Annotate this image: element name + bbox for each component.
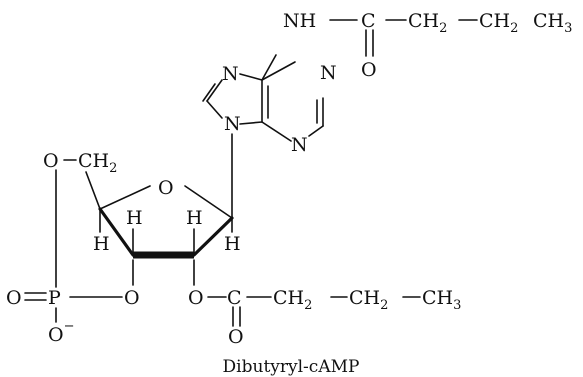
bond-oring-c4 (99, 185, 151, 210)
atom-ch2-b: CH2 (479, 10, 518, 36)
atom-n3: N (291, 134, 308, 156)
atom-o-ring: O (158, 177, 174, 199)
atom-ch3-top: CH3 (533, 10, 572, 36)
atom-o-double: O (6, 287, 22, 309)
bond-n7-c8 (206, 79, 223, 102)
atom-labels: NH C CH2 CH2 CH3 O N N N N O O CH2 H H H… (6, 10, 572, 348)
bond-oring-c1 (184, 185, 233, 219)
bond-c4-n3 (261, 121, 292, 142)
atom-n7: N (222, 63, 239, 85)
bond-c8-n9 (206, 100, 223, 119)
atom-h2: H (186, 207, 203, 229)
atom-h3: H (126, 207, 143, 229)
atom-o5: O (43, 150, 59, 172)
bond-c4-c3-wedge (98, 207, 135, 257)
bond-c2-c1-wedge (192, 216, 234, 257)
atom-c-amide: C (361, 10, 376, 32)
atom-ch2-d: CH2 (349, 287, 388, 313)
bond-c6-nh (261, 54, 277, 81)
atom-o-minus: O− (48, 319, 74, 346)
bond-c6-n1 (261, 61, 296, 81)
bond-lines (24, 19, 478, 327)
atom-nh: NH (283, 10, 316, 32)
atom-h4: H (93, 233, 110, 255)
bond-n9-c4 (239, 121, 263, 125)
atom-n1: N (320, 62, 337, 84)
figure-caption: Dibutyryl-cAMP (223, 357, 360, 377)
atom-o-amide: O (361, 59, 377, 81)
atom-p: P (48, 287, 61, 309)
atom-n9: N (224, 113, 241, 135)
atom-h1: H (224, 233, 241, 255)
bond-c4-ch2 (85, 171, 101, 210)
atom-o-ester: O (228, 326, 244, 348)
bond-n7-c8-inner (202, 83, 216, 102)
bond-n3-c2 (308, 125, 324, 137)
atom-ch2-a: CH2 (408, 10, 447, 36)
atom-o3: O (124, 287, 140, 309)
atom-ch2-c: CH2 (273, 287, 312, 313)
atom-ch2-5: CH2 (78, 150, 117, 176)
atom-c-ester: C (227, 287, 242, 309)
atom-ch3-bot: CH3 (422, 287, 461, 313)
bond-c5-n7 (239, 73, 263, 81)
atom-o2: O (188, 287, 204, 309)
